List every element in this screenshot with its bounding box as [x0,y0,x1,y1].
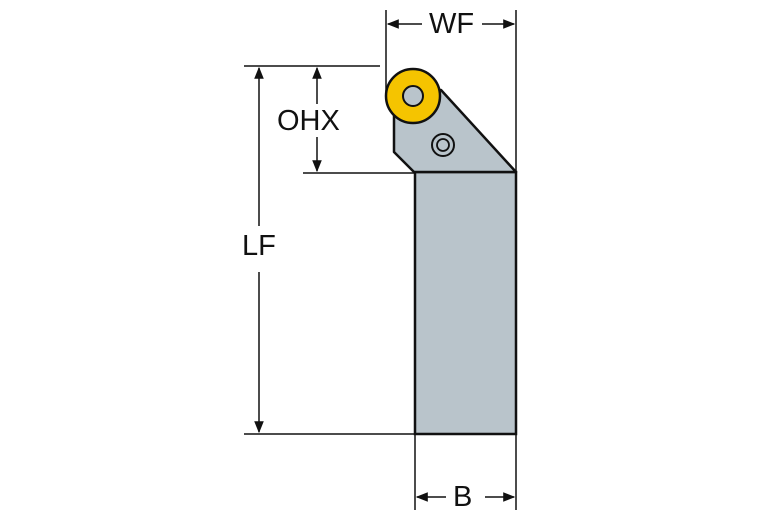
cutting-insert-icon [384,67,442,125]
shank [413,170,518,436]
dimension-label-lf: LF [239,232,279,261]
dimension-label-ohx: OHX [274,107,343,136]
dimension-label-wf: WF [426,10,478,39]
dimension-label-b: B [450,483,476,512]
clamp-screw-icon [431,133,455,157]
